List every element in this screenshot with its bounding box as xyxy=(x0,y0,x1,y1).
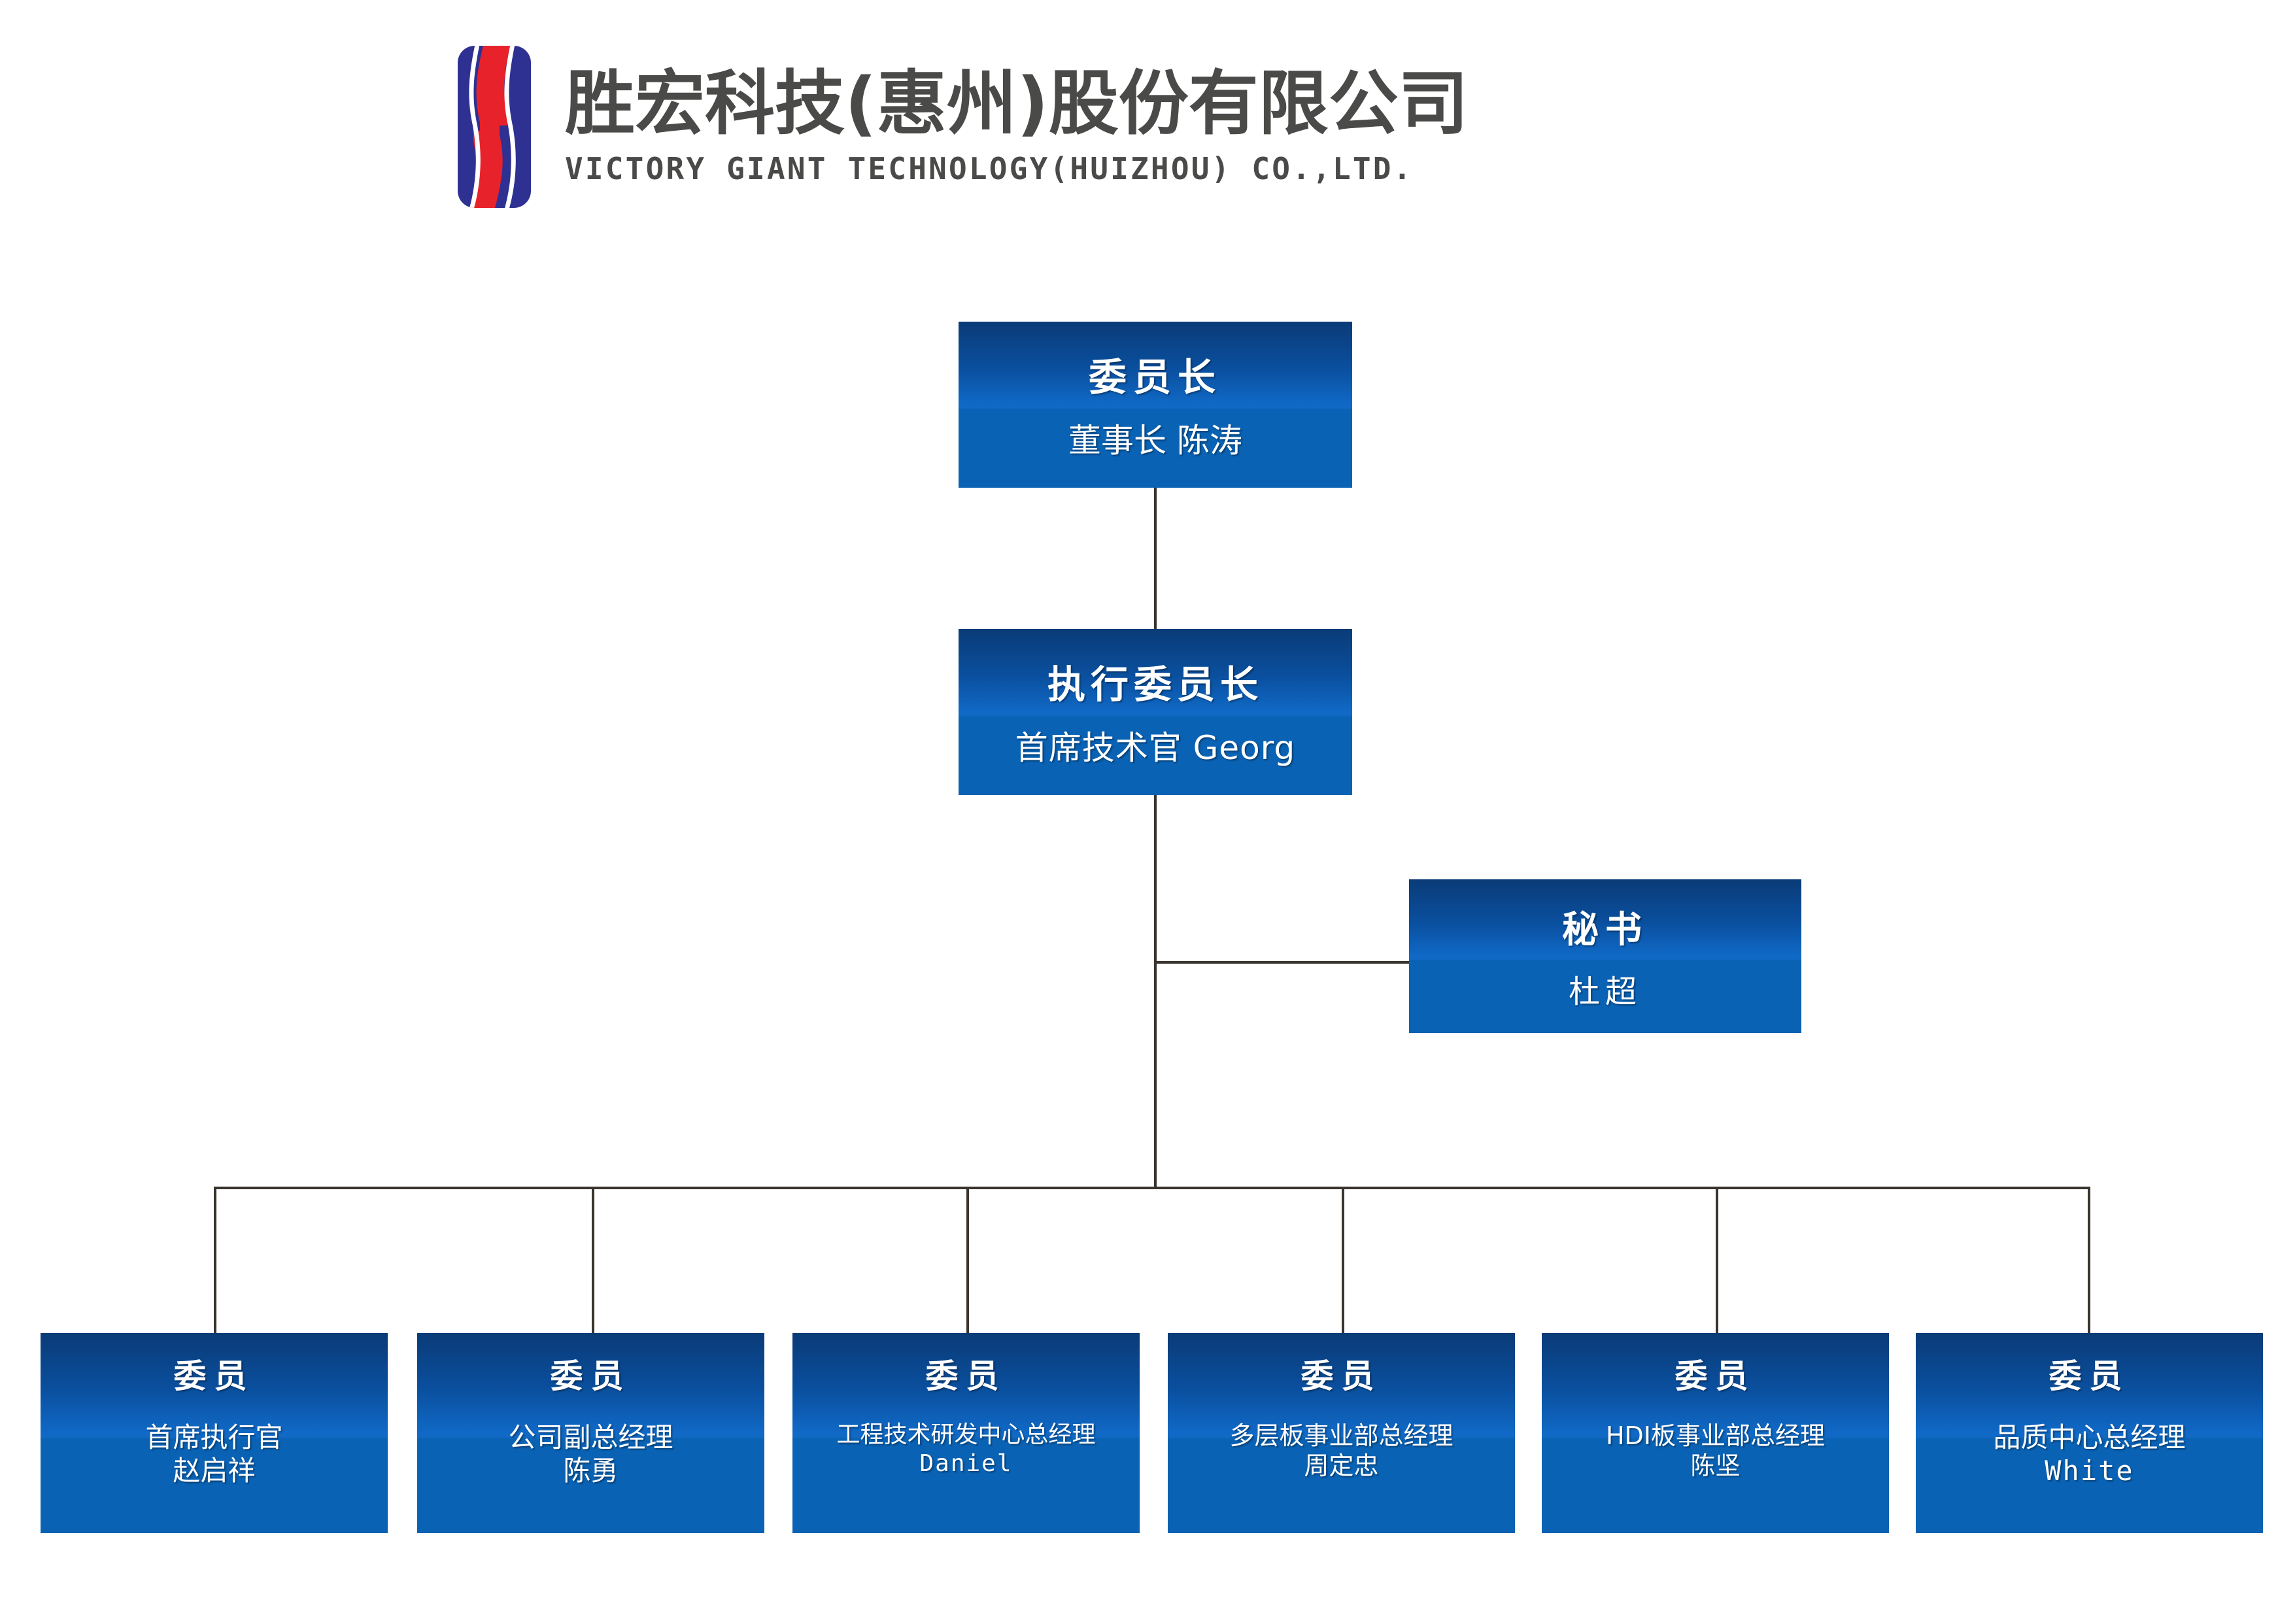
node-role: 委员 xyxy=(2048,1357,2130,1395)
node-role: 执行委员长 xyxy=(1047,662,1263,707)
connector-drop-3 xyxy=(966,1187,969,1334)
connector-drop-4 xyxy=(1342,1187,1344,1334)
node-member-rd-center[interactable]: 委员 工程技术研发中心总经理 Daniel xyxy=(792,1333,1140,1533)
connector-drop-2 xyxy=(592,1187,594,1334)
connector-drop-1 xyxy=(214,1187,216,1334)
node-detail: 公司副总经理 陈勇 xyxy=(508,1421,673,1487)
node-chairman[interactable]: 委员长 董事长 陈涛 xyxy=(959,322,1352,488)
node-detail-name: 陈坚 xyxy=(1690,1451,1741,1481)
node-detail: 工程技术研发中心总经理 Daniel xyxy=(836,1421,1095,1478)
node-detail-name: 赵启祥 xyxy=(173,1455,256,1487)
node-role: 委员 xyxy=(925,1357,1007,1395)
connector-exec-trunk xyxy=(1154,795,1157,1188)
company-name-cn: 胜宏科技(惠州)股份有限公司 xyxy=(565,63,1469,145)
node-role: 委员 xyxy=(550,1357,632,1395)
node-executive-chairman[interactable]: 执行委员长 首席技术官 Georg xyxy=(959,629,1352,795)
node-role: 秘书 xyxy=(1562,909,1648,951)
node-detail-name: Daniel xyxy=(919,1449,1013,1477)
connector-distribution-bar xyxy=(214,1187,2089,1189)
node-member-ceo[interactable]: 委员 首席执行官 赵启祥 xyxy=(41,1333,388,1533)
connector-chairman-to-exec xyxy=(1154,488,1157,629)
company-name-en: VICTORY GIANT TECHNOLOGY(HUIZHOU) CO.,LT… xyxy=(565,150,1414,186)
node-role: 委员 xyxy=(1674,1357,1756,1395)
node-member-deputy-gm[interactable]: 委员 公司副总经理 陈勇 xyxy=(417,1333,764,1533)
node-detail-title: 多层板事业部总经理 xyxy=(1229,1421,1454,1450)
node-detail: HDI板事业部总经理 陈坚 xyxy=(1606,1421,1825,1481)
node-detail-name: 陈勇 xyxy=(563,1455,619,1487)
company-header: 胜宏科技(惠州)股份有限公司 VICTORY GIANT TECHNOLOGY(… xyxy=(458,46,1469,208)
node-detail-title: 公司副总经理 xyxy=(508,1421,673,1453)
node-detail: 品质中心总经理 White xyxy=(1993,1421,2185,1487)
node-role: 委员 xyxy=(173,1357,255,1395)
company-name-block: 胜宏科技(惠州)股份有限公司 VICTORY GIANT TECHNOLOGY(… xyxy=(565,67,1469,186)
node-detail: 首席技术官 Georg xyxy=(1015,729,1296,767)
node-detail: 首席执行官 赵启祥 xyxy=(145,1421,282,1487)
connector-exec-to-secretary xyxy=(1154,961,1410,964)
node-role: 委员长 xyxy=(1088,355,1222,399)
node-member-hdi[interactable]: 委员 HDI板事业部总经理 陈坚 xyxy=(1542,1333,1889,1533)
node-role: 委员 xyxy=(1300,1357,1382,1395)
connector-drop-5 xyxy=(1716,1187,1718,1334)
node-member-quality[interactable]: 委员 品质中心总经理 White xyxy=(1916,1333,2263,1533)
node-detail-title: HDI板事业部总经理 xyxy=(1605,1421,1826,1450)
node-detail-title: 首席执行官 xyxy=(145,1421,283,1453)
node-detail-name: White xyxy=(2045,1455,2134,1487)
node-member-multilayer[interactable]: 委员 多层板事业部总经理 周定忠 xyxy=(1168,1333,1515,1533)
node-detail: 多层板事业部总经理 周定忠 xyxy=(1229,1421,1453,1481)
node-secretary[interactable]: 秘书 杜超 xyxy=(1409,879,1801,1033)
connector-drop-6 xyxy=(2088,1187,2090,1334)
node-detail: 董事长 陈涛 xyxy=(1068,422,1242,460)
node-detail-name: 周定忠 xyxy=(1304,1451,1379,1481)
node-detail-title: 品质中心总经理 xyxy=(1993,1421,2186,1453)
node-detail: 杜超 xyxy=(1568,973,1642,1010)
node-detail-title: 工程技术研发中心总经理 xyxy=(836,1421,1096,1448)
company-logo-icon xyxy=(458,46,531,208)
